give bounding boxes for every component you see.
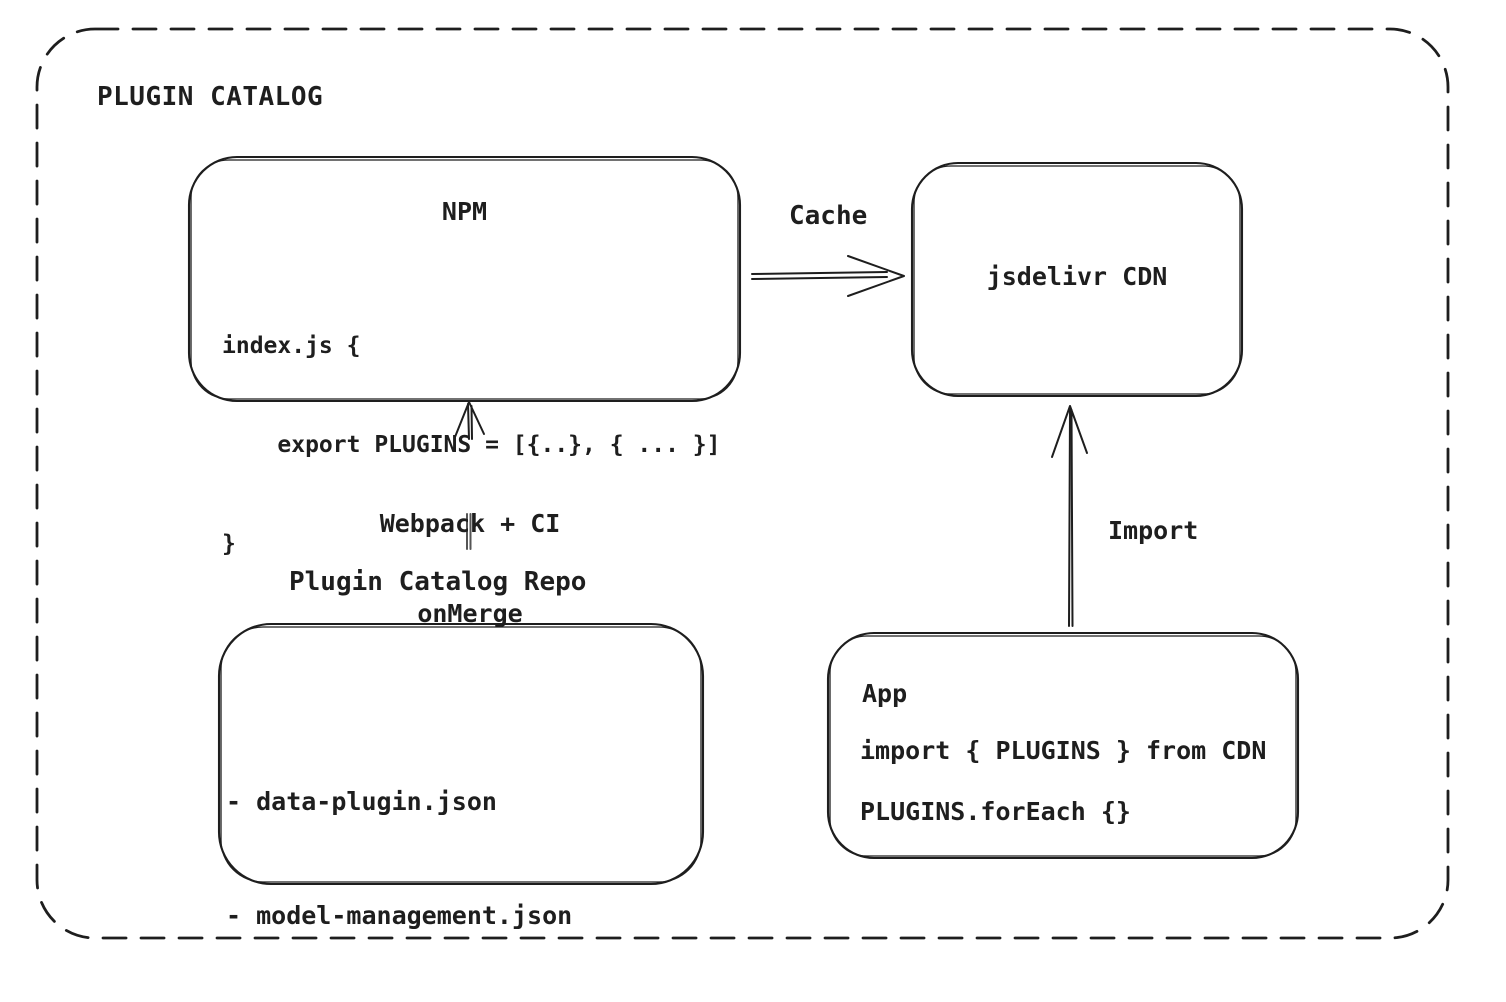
build-arrow-label: Webpack + CI onMerge xyxy=(330,449,610,689)
repo-connector-line xyxy=(466,513,472,550)
cache-arrow xyxy=(751,255,905,297)
import-arrow-label: Import xyxy=(1108,516,1199,545)
cdn-box-shape xyxy=(910,161,1244,398)
repo-label: Plugin Catalog Repo xyxy=(289,567,587,597)
npm-code-line: } xyxy=(222,531,236,557)
repo-box-shape xyxy=(217,622,705,886)
repo-file-list: - data-plugin.json - model-management.js… xyxy=(226,707,572,1002)
app-box-title: App xyxy=(862,679,908,708)
build-arrow-label-line: Webpack + CI xyxy=(379,509,561,538)
app-code-line: PLUGINS.forEach {} xyxy=(860,797,1131,826)
npm-code-line: export PLUGINS = [{..}, { ... }] xyxy=(222,432,721,458)
repo-file-item: - data-plugin.json xyxy=(226,787,497,816)
app-box-shape xyxy=(826,631,1300,860)
npm-box-shape xyxy=(187,155,742,403)
cache-arrow-label: Cache xyxy=(789,201,868,231)
npm-code-block: index.js { export PLUGINS = [{..}, { ...… xyxy=(222,264,721,627)
import-arrow xyxy=(1051,405,1088,627)
npm-box-title: NPM xyxy=(441,197,488,226)
build-arrow-label-line: onMerge xyxy=(417,599,523,628)
plugin-catalog-boundary xyxy=(35,27,1450,940)
repo-file-item: - model-management.json xyxy=(226,901,573,930)
npm-code-line: index.js { xyxy=(222,333,361,359)
cdn-box-label: jsdelivr CDN xyxy=(986,262,1168,291)
app-code-line: import { PLUGINS } from CDN xyxy=(860,736,1267,765)
build-arrow xyxy=(454,401,485,440)
diagram-title: PLUGIN CATALOG xyxy=(97,82,324,112)
